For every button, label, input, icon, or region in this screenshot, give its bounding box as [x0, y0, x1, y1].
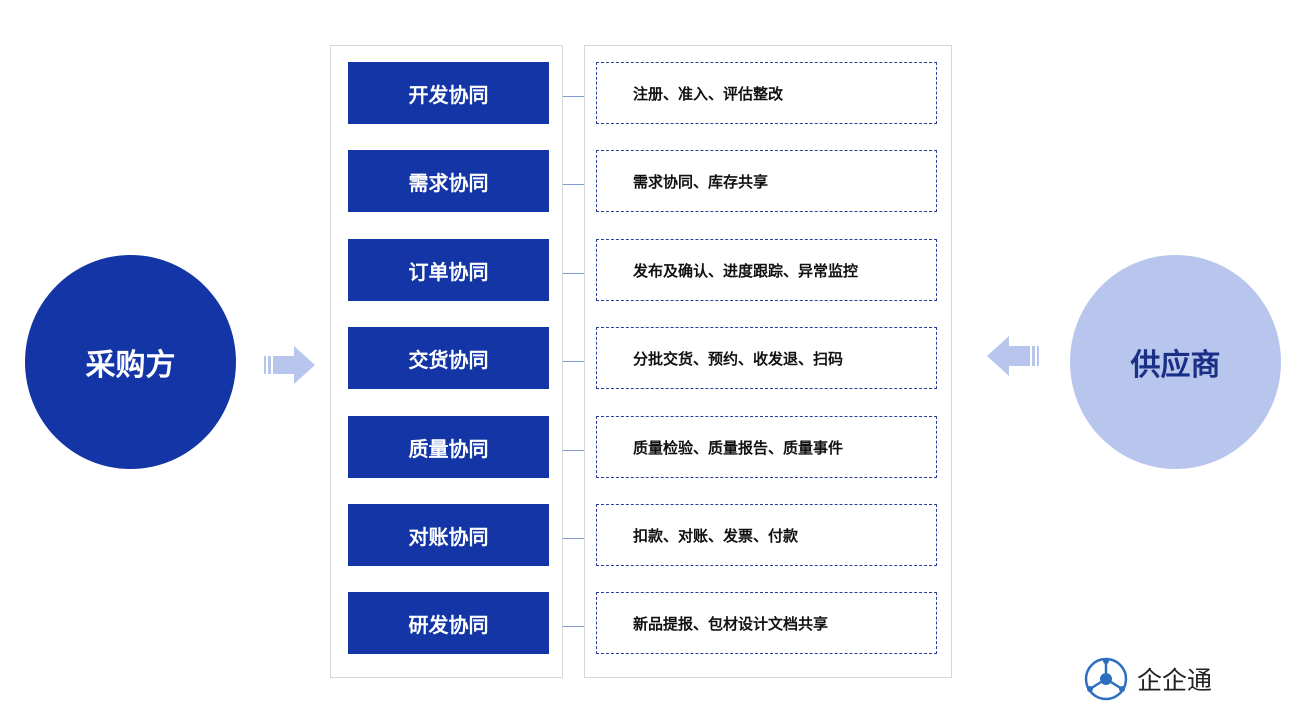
stage-detail-text: 发布及确认、进度跟踪、异常监控 — [633, 261, 859, 280]
stage-detail-text: 新品提报、包材设计文档共享 — [633, 614, 829, 633]
brand-logo: 企企通 — [1083, 656, 1212, 702]
stage-detail-box: 注册、准入、评估整改 — [596, 62, 937, 124]
stage-box: 研发协同 — [348, 592, 549, 654]
stage-box: 订单协同 — [348, 239, 549, 301]
stage-detail-box: 质量检验、质量报告、质量事件 — [596, 416, 937, 478]
stage-box: 质量协同 — [348, 416, 549, 478]
stage-label: 质量协同 — [408, 436, 489, 461]
stage-label: 需求协同 — [408, 170, 489, 195]
stage-detail-text: 扣款、对账、发票、付款 — [633, 526, 799, 545]
stage-connector — [563, 626, 584, 627]
brand-name: 企企通 — [1137, 666, 1213, 695]
qiqitong-logo-icon — [1084, 657, 1128, 701]
buyer-label: 采购方 — [85, 348, 176, 383]
stage-detail-box: 新品提报、包材设计文档共享 — [596, 592, 937, 654]
stage-box: 需求协同 — [348, 150, 549, 212]
stage-detail-box: 分批交货、预约、收发退、扫码 — [596, 327, 937, 389]
supplier-node: 供应商 — [1070, 255, 1281, 469]
stage-box: 对账协同 — [348, 504, 549, 566]
stage-label: 开发协同 — [408, 82, 489, 107]
buyer-node: 采购方 — [25, 255, 236, 469]
stage-connector — [563, 96, 584, 97]
stage-connector — [563, 361, 584, 362]
arrow-right-icon — [264, 346, 315, 384]
stage-detail-box: 需求协同、库存共享 — [596, 150, 937, 212]
stage-connector — [563, 184, 584, 185]
stage-connector — [563, 273, 584, 274]
stage-detail-text: 质量检验、质量报告、质量事件 — [633, 438, 844, 457]
stage-label: 研发协同 — [408, 612, 489, 637]
stage-connector — [563, 450, 584, 451]
stage-detail-text: 需求协同、库存共享 — [633, 172, 769, 191]
stage-detail-text: 注册、准入、评估整改 — [633, 84, 784, 103]
stage-detail-box: 扣款、对账、发票、付款 — [596, 504, 937, 566]
stage-box: 开发协同 — [348, 62, 549, 124]
stage-detail-box: 发布及确认、进度跟踪、异常监控 — [596, 239, 937, 301]
stage-label: 订单协同 — [408, 259, 489, 284]
stage-label: 交货协同 — [408, 347, 489, 372]
stage-connector — [563, 538, 584, 539]
stage-label: 对账协同 — [408, 524, 489, 549]
stage-box: 交货协同 — [348, 327, 549, 389]
supplier-label: 供应商 — [1130, 348, 1221, 383]
arrow-left-icon — [987, 336, 1039, 376]
stage-detail-text: 分批交货、预约、收发退、扫码 — [633, 349, 844, 368]
